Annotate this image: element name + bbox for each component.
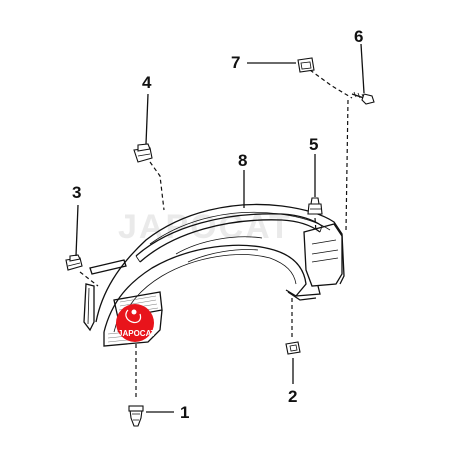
clip-rear (307, 197, 323, 215)
callout-5: 5 (309, 135, 318, 154)
clip-upper (133, 143, 153, 163)
callout-7: 7 (231, 53, 240, 72)
leader-6 (360, 43, 365, 94)
leader-4 (145, 93, 149, 145)
clip-front (65, 254, 83, 271)
assembly-line-6 (345, 99, 349, 231)
callout-8: 8 (238, 151, 247, 170)
leader-3 (75, 204, 79, 257)
callout-4: 4 (142, 73, 152, 92)
front-edge-strip (83, 283, 95, 332)
assembly-line-7 (309, 69, 353, 99)
assembly-line-3 (79, 271, 99, 287)
logo-text: JAPOCAT (118, 329, 156, 338)
nut-top (297, 57, 315, 73)
callout-3: 3 (72, 183, 81, 202)
fender-liner (95, 203, 345, 347)
callout-6: 6 (354, 27, 363, 46)
nut-lower-rear (285, 341, 301, 355)
assembly-line-4 (149, 161, 165, 211)
callout-1: 1 (180, 403, 189, 422)
screw (351, 91, 375, 105)
front-molding-strip (89, 259, 127, 275)
japocat-logo: JAPOCAT (116, 304, 156, 342)
clip-bottom (128, 405, 144, 427)
assembly-line-5 (314, 217, 317, 233)
callout-2: 2 (288, 387, 297, 406)
